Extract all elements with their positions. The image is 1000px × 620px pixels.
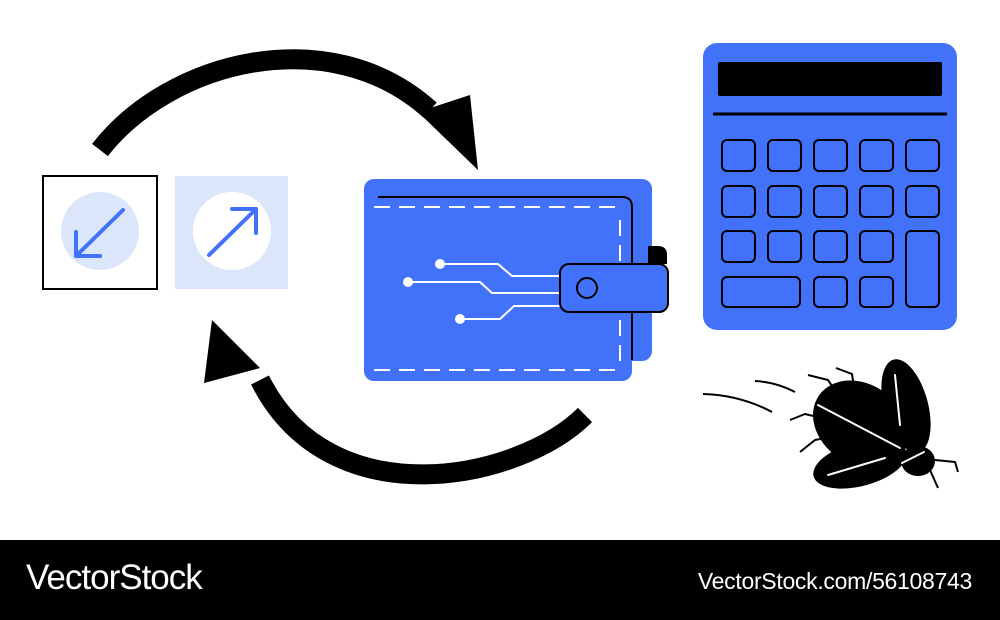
footer-bar: VectorStock VectorStock.com/56108743 (0, 540, 1000, 620)
arrow-up-right-icon (175, 176, 288, 289)
brand-logo: VectorStock (26, 558, 203, 597)
digital-wallet-icon (364, 179, 669, 381)
bug-icon (702, 359, 959, 489)
stock-id-text: VectorStock.com/56108743 (697, 568, 972, 594)
arrow-down-left-icon (42, 175, 158, 290)
circuit-nodes (403, 259, 465, 324)
circuit-lines (408, 263, 565, 320)
calculator-icon (703, 43, 957, 330)
top-curved-arrow-icon (92, 49, 478, 170)
illustration-canvas (42, 43, 959, 489)
bottom-curved-arrow-icon (204, 320, 593, 485)
